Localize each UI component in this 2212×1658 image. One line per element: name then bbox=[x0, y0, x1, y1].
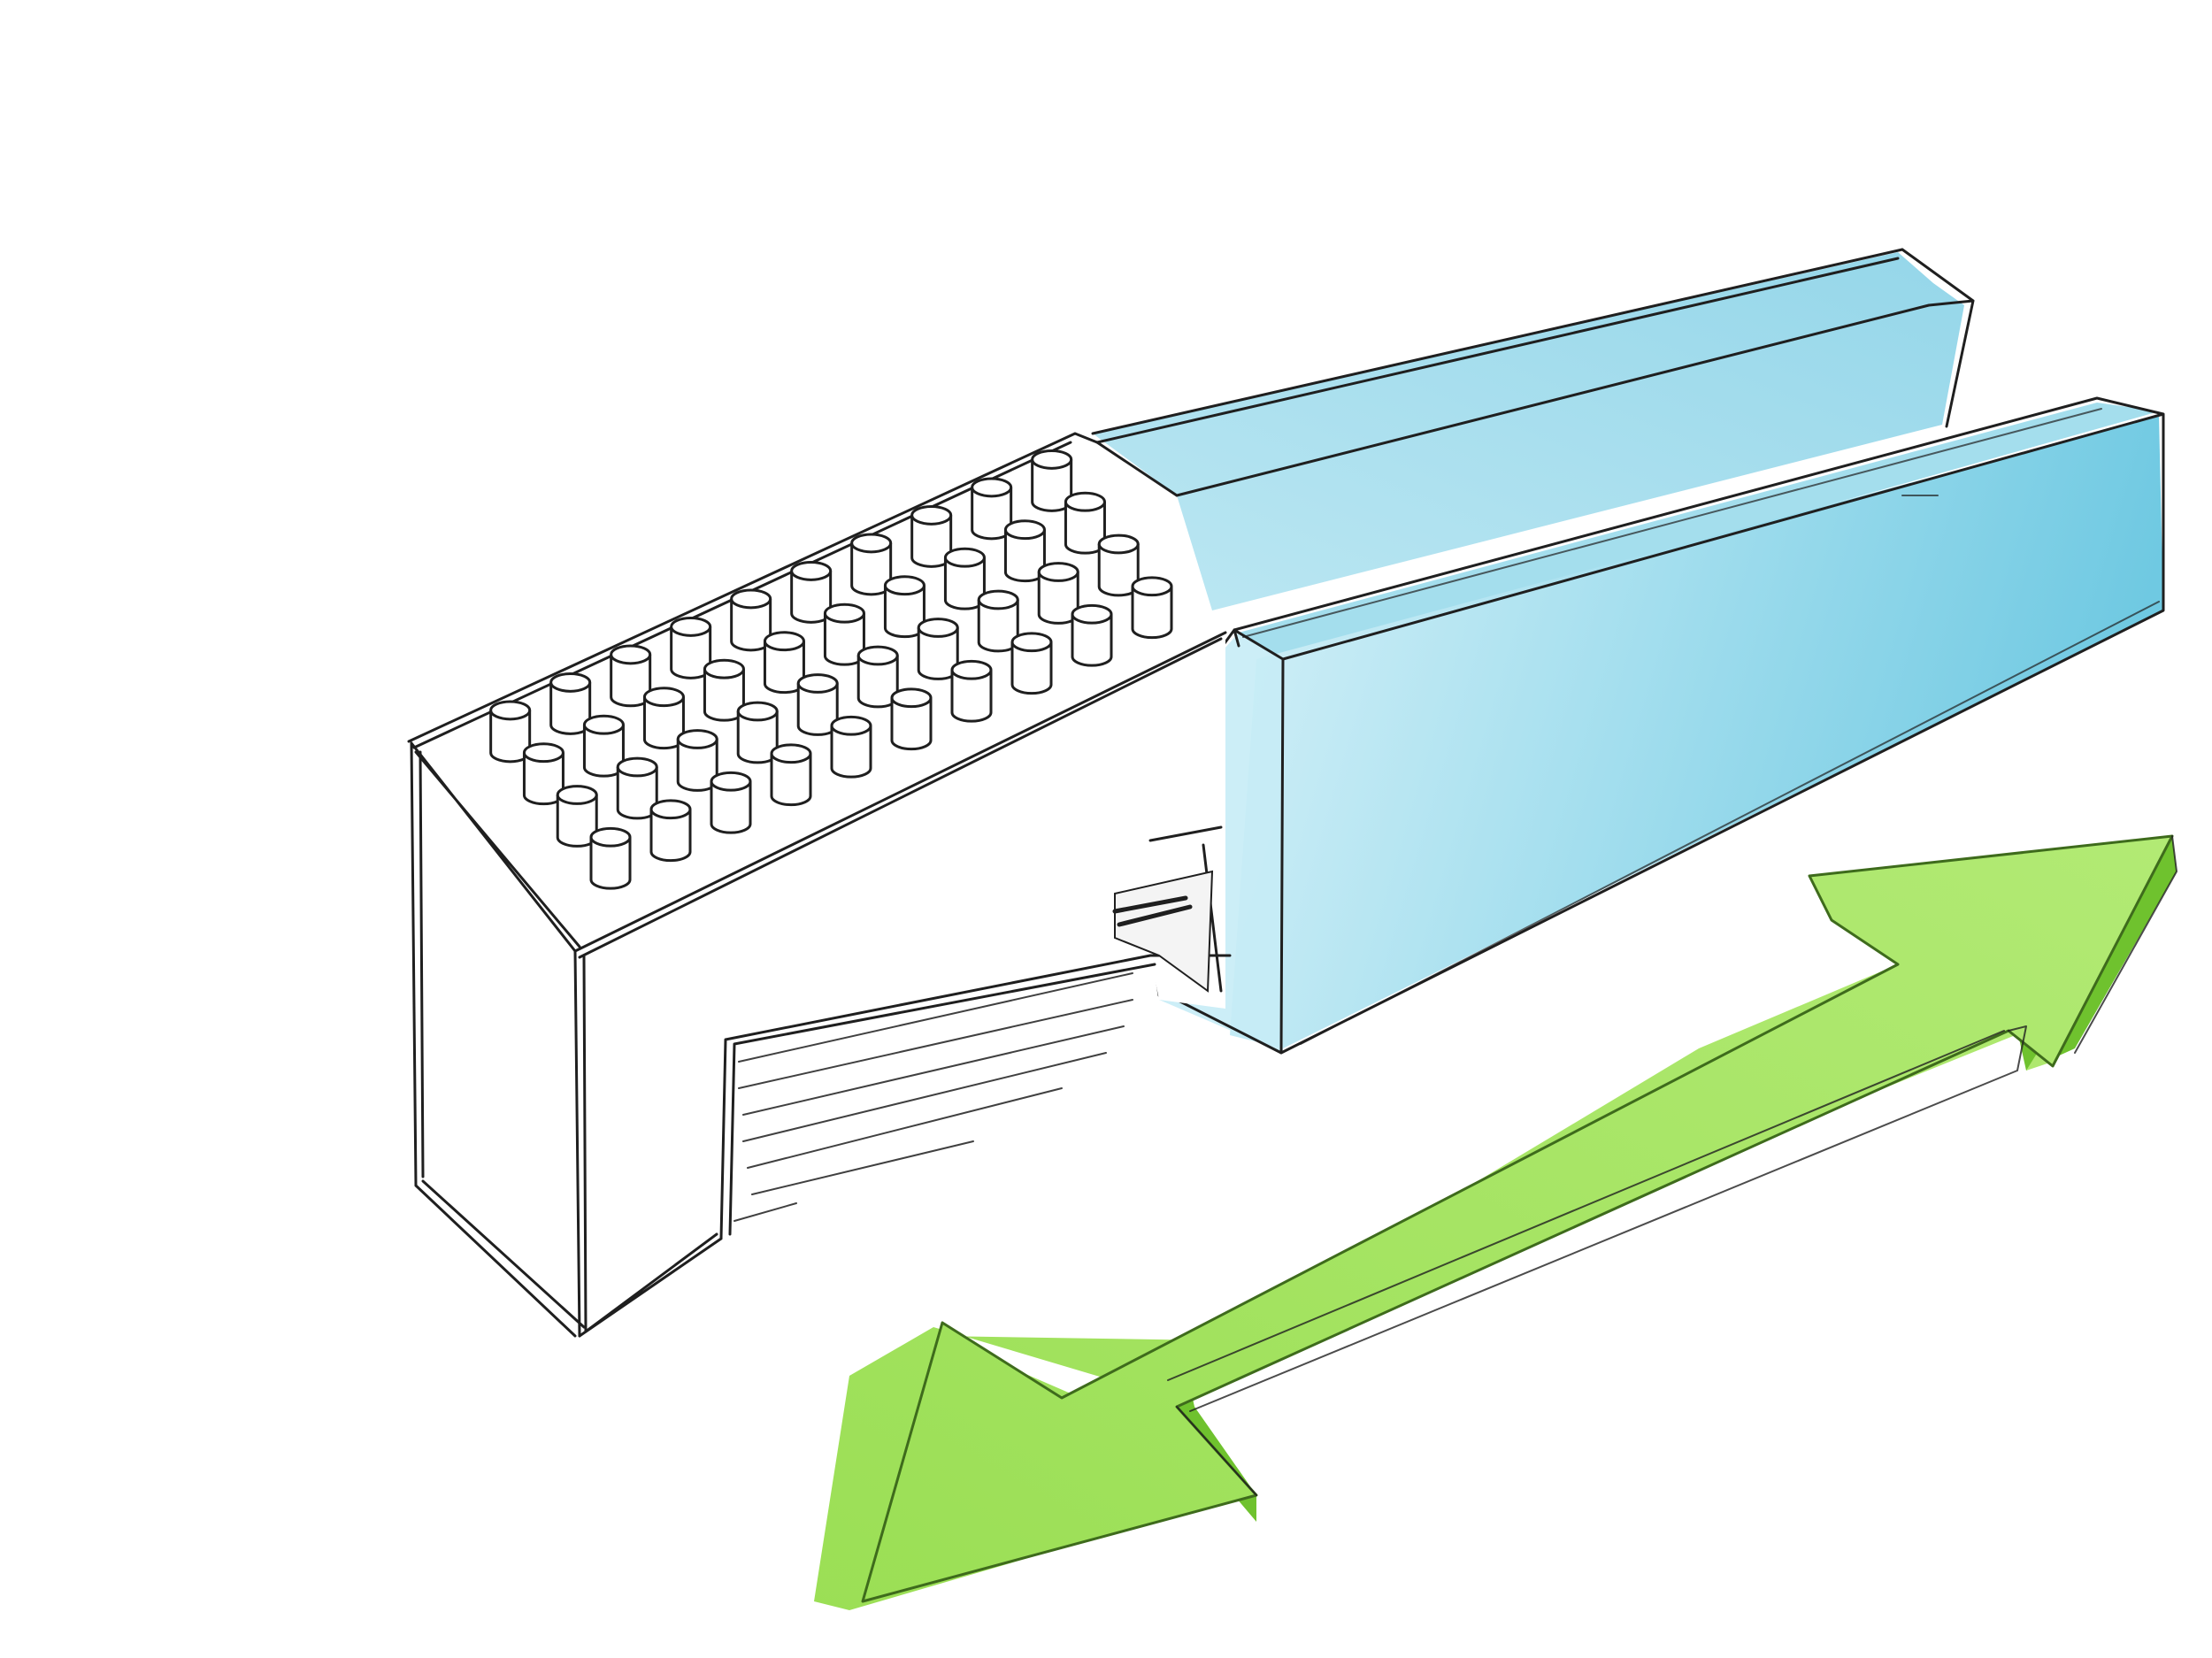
peg bbox=[649, 799, 692, 863]
peg bbox=[943, 547, 986, 610]
peg bbox=[610, 644, 652, 708]
peg bbox=[850, 533, 893, 596]
peg bbox=[1010, 632, 1053, 695]
peg bbox=[582, 714, 625, 778]
peg bbox=[1071, 603, 1113, 667]
peg bbox=[883, 575, 926, 639]
peg bbox=[703, 658, 745, 722]
peg bbox=[1031, 449, 1073, 512]
peg bbox=[823, 603, 865, 666]
peg bbox=[796, 673, 839, 736]
double-arrow-icon bbox=[814, 834, 2177, 1610]
peg bbox=[917, 618, 959, 680]
peg bbox=[616, 756, 658, 820]
peg bbox=[1003, 519, 1046, 583]
peg bbox=[549, 672, 592, 735]
peg bbox=[950, 659, 993, 723]
peg bbox=[1131, 576, 1173, 640]
peg bbox=[730, 588, 772, 652]
peg bbox=[589, 826, 632, 890]
peg bbox=[489, 700, 532, 764]
peg bbox=[977, 589, 1019, 653]
peg bbox=[556, 785, 598, 848]
peg bbox=[830, 715, 872, 779]
peg-grid bbox=[489, 449, 1173, 890]
peg bbox=[736, 701, 779, 764]
peg bbox=[1064, 491, 1106, 555]
peg bbox=[710, 771, 752, 834]
peg bbox=[670, 617, 712, 679]
peg bbox=[890, 687, 933, 751]
sleeve-back-prong bbox=[1091, 248, 1975, 610]
peg bbox=[676, 729, 718, 792]
peg bbox=[770, 743, 812, 807]
peg bbox=[642, 687, 685, 750]
